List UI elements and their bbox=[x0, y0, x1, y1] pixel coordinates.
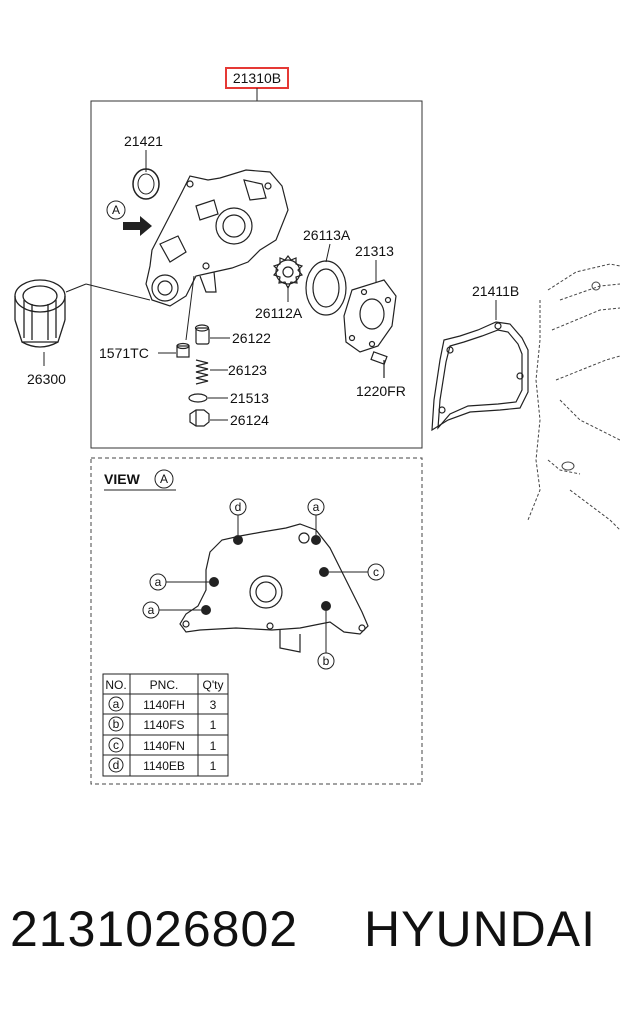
part-label-21513[interactable]: 21513 bbox=[230, 390, 269, 406]
gasket-21411b bbox=[431, 321, 529, 432]
svg-text:c: c bbox=[373, 565, 379, 579]
assembly-frame bbox=[90, 100, 423, 449]
plunger-26122 bbox=[194, 324, 210, 345]
part-label-21313[interactable]: 21313 bbox=[355, 243, 394, 259]
plug-1571tc bbox=[176, 342, 190, 358]
table-header-pnc: PNC. bbox=[150, 678, 179, 692]
table-header-no: NO. bbox=[105, 678, 126, 692]
footer-caption: 2131026802 HYUNDAI bbox=[0, 900, 620, 980]
table-row-no: a bbox=[113, 697, 120, 711]
svg-text:d: d bbox=[235, 500, 242, 514]
svg-text:a: a bbox=[155, 575, 162, 589]
table-row-no: d bbox=[113, 758, 120, 772]
svg-text:A: A bbox=[112, 203, 120, 217]
part-label-1220fr[interactable]: 1220FR bbox=[356, 383, 406, 399]
table-row-qty: 1 bbox=[210, 718, 217, 732]
svg-text:b: b bbox=[323, 654, 330, 668]
oil-pump-body bbox=[145, 169, 289, 307]
part-label-26300[interactable]: 26300 bbox=[27, 371, 66, 387]
engine-block-detail bbox=[561, 281, 601, 471]
bolt-table: NO. PNC. Q'ty a 1140FH 3 b 1140FS 1 c 11… bbox=[102, 673, 229, 777]
table-row-pnc: 1140FN bbox=[143, 739, 185, 753]
table-row-pnc: 1140FH bbox=[143, 698, 185, 712]
table-row-pnc: 1140FS bbox=[143, 718, 184, 732]
part-label-26122[interactable]: 26122 bbox=[232, 330, 271, 346]
callout-a-left-upper: a bbox=[149, 573, 209, 591]
table-row-no: c bbox=[113, 738, 119, 752]
svg-text:a: a bbox=[148, 603, 155, 617]
assembly-label[interactable]: 21310B bbox=[233, 70, 281, 86]
table-row-qty: 1 bbox=[210, 759, 217, 773]
brand-name: HYUNDAI bbox=[364, 901, 597, 957]
callout-c: c bbox=[329, 563, 385, 581]
table-row-pnc: 1140EB bbox=[143, 759, 185, 773]
spring-26123 bbox=[195, 359, 209, 385]
view-title: VIEW A bbox=[104, 469, 176, 491]
view-a-marker: A bbox=[106, 200, 152, 236]
table-row-no: b bbox=[113, 717, 120, 731]
part-label-21421[interactable]: 21421 bbox=[124, 133, 163, 149]
svg-text:a: a bbox=[313, 500, 320, 514]
plug-26124 bbox=[189, 409, 210, 427]
part-number: 2131026802 bbox=[10, 901, 299, 957]
part-label-26113a[interactable]: 26113A bbox=[303, 227, 351, 243]
view-frame bbox=[90, 457, 423, 785]
callout-b: b bbox=[317, 611, 335, 670]
oil-filter-26300 bbox=[14, 279, 66, 348]
table-row-qty: 1 bbox=[210, 739, 217, 753]
part-label-26124[interactable]: 26124 bbox=[230, 412, 269, 428]
engine-block-outline bbox=[527, 263, 620, 531]
callout-a-left-lower: a bbox=[142, 601, 201, 619]
view-pump-body bbox=[179, 523, 369, 653]
svg-text:VIEW: VIEW bbox=[104, 471, 141, 487]
oil-seal-21421 bbox=[132, 168, 160, 200]
callout-d: d bbox=[229, 498, 247, 535]
callout-a-top: a bbox=[307, 498, 325, 535]
part-label-26123[interactable]: 26123 bbox=[228, 362, 267, 378]
washer-21513 bbox=[188, 393, 208, 403]
part-label-1571tc[interactable]: 1571TC bbox=[99, 345, 149, 361]
part-label-21411b[interactable]: 21411B bbox=[472, 283, 519, 299]
table-header-qty: Q'ty bbox=[203, 678, 224, 692]
view-bolts bbox=[201, 535, 331, 615]
inner-gear-26112a bbox=[272, 255, 304, 290]
table-row-qty: 3 bbox=[210, 698, 217, 712]
cover-plate-21313 bbox=[343, 279, 397, 353]
part-label-26112a[interactable]: 26112A bbox=[255, 305, 303, 321]
outer-rotor-26113a bbox=[305, 260, 347, 316]
svg-text:A: A bbox=[160, 472, 168, 486]
screw-1220fr bbox=[370, 351, 388, 378]
